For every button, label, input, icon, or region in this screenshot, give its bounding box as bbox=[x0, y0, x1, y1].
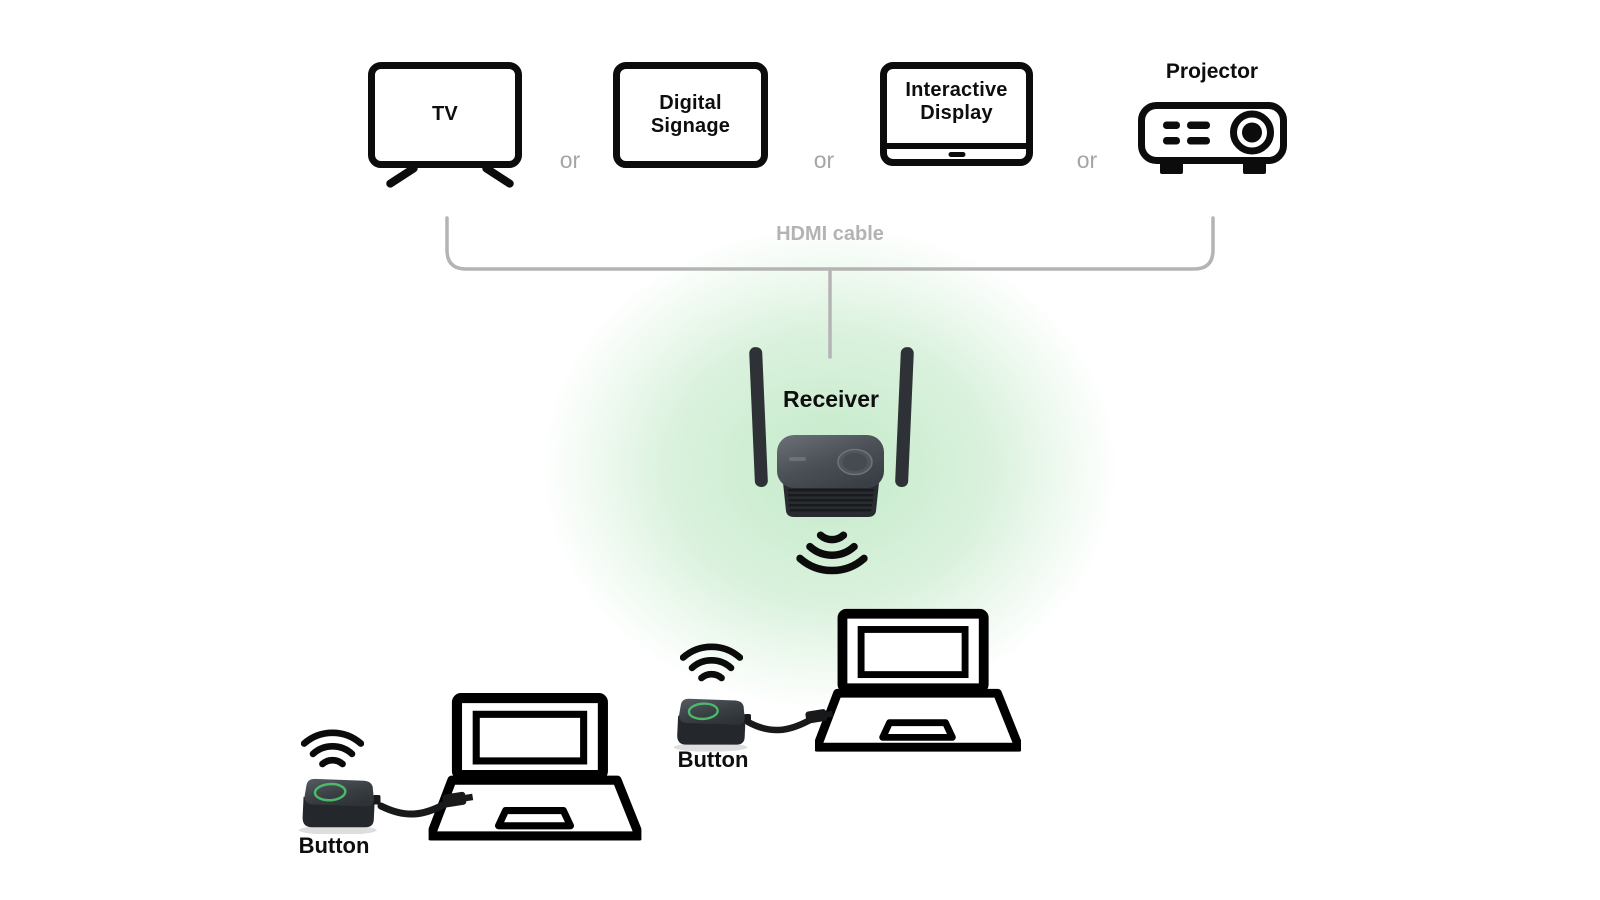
usb-cable bbox=[377, 800, 449, 818]
button-transmitter-icon-right bbox=[672, 697, 833, 752]
tv-icon: TV bbox=[368, 62, 522, 168]
digital-signage-label: Digital Signage bbox=[650, 91, 731, 137]
or-connector-2: or bbox=[813, 147, 835, 173]
usb-plug bbox=[805, 709, 833, 724]
interactive-display-stand-dash bbox=[948, 152, 965, 157]
or-connector-3: or bbox=[1076, 147, 1098, 173]
receiver-antenna-right bbox=[895, 347, 914, 488]
projector-label: Projector bbox=[1165, 60, 1259, 83]
button-label-right: Button bbox=[677, 747, 749, 772]
laptop-icon-right bbox=[815, 604, 1021, 755]
receiver-antenna-left bbox=[749, 347, 768, 488]
interactive-display-icon: Interactive Display bbox=[880, 62, 1033, 166]
digital-signage-icon: Digital Signage bbox=[613, 62, 768, 168]
usb-plug bbox=[442, 791, 474, 808]
usb-cable bbox=[744, 716, 814, 734]
interactive-display-label: Interactive Display bbox=[905, 78, 1008, 124]
receiver-device-icon bbox=[749, 347, 914, 517]
or-connector-1: or bbox=[559, 147, 581, 173]
button-transmitter-icon-left bbox=[297, 777, 474, 834]
wifi-waves-icon-receiver bbox=[796, 531, 868, 578]
projector-icon bbox=[1138, 102, 1287, 174]
receiver-label: Receiver bbox=[783, 386, 879, 412]
wifi-waves-icon-right-button bbox=[680, 640, 743, 682]
tv-label: TV bbox=[432, 103, 458, 126]
wifi-waves-icon-left-button bbox=[301, 726, 364, 768]
hdmi-cable-label: HDMI cable bbox=[776, 223, 884, 245]
interactive-display-stand-divider bbox=[887, 143, 1026, 149]
button-label-left: Button bbox=[298, 833, 370, 858]
